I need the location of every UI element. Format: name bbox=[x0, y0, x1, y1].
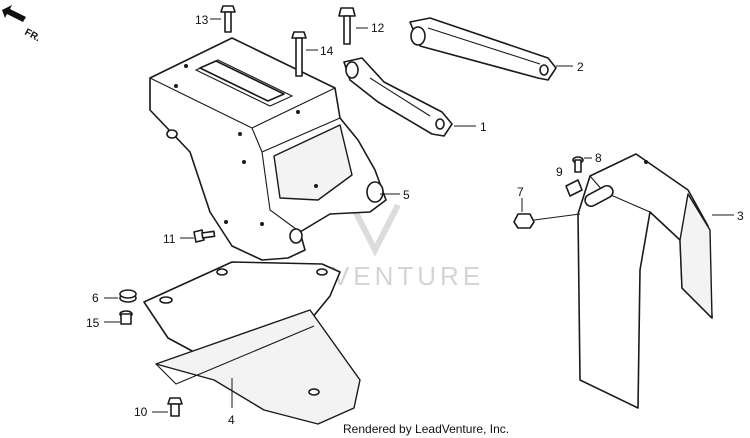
callout-3: 3 bbox=[737, 209, 744, 223]
callout-10: 10 bbox=[134, 405, 148, 419]
part-9-bolt bbox=[565, 179, 583, 197]
part-7-nut bbox=[513, 213, 535, 229]
direction-indicator: FR. bbox=[2, 5, 42, 44]
callout-1: 1 bbox=[480, 120, 487, 134]
part-4-lower-plate bbox=[143, 261, 361, 425]
part-14-bolt bbox=[291, 31, 307, 77]
callout-4: 4 bbox=[228, 413, 235, 427]
part-13-bolt bbox=[220, 5, 236, 33]
part-6-nut bbox=[119, 289, 137, 303]
callout-9: 9 bbox=[556, 165, 563, 179]
part-8-bolt bbox=[572, 156, 584, 173]
part-12-bolt bbox=[338, 7, 356, 45]
leader-lines bbox=[104, 18, 734, 413]
callout-15: 15 bbox=[86, 316, 100, 330]
part-5-main-bracket bbox=[149, 37, 387, 261]
part-1-short-arm bbox=[343, 57, 453, 137]
callout-7: 7 bbox=[517, 185, 524, 199]
callout-6: 6 bbox=[92, 291, 99, 305]
part-15-bolt bbox=[119, 310, 133, 325]
part-11-bolt bbox=[193, 229, 216, 243]
callout-12: 12 bbox=[371, 21, 385, 35]
part-10-bolt bbox=[167, 397, 183, 417]
footer-credit: Rendered by LeadVenture, Inc. bbox=[343, 422, 509, 436]
part-2-long-arm bbox=[409, 17, 557, 81]
callout-14: 14 bbox=[320, 44, 334, 58]
part-3-cover bbox=[577, 153, 713, 409]
direction-label: FR. bbox=[23, 27, 43, 44]
callout-2: 2 bbox=[577, 60, 584, 74]
front-arrow-icon bbox=[2, 5, 26, 22]
callout-5: 5 bbox=[403, 188, 410, 202]
callout-11: 11 bbox=[163, 232, 176, 246]
callout-8: 8 bbox=[595, 151, 602, 165]
callouts: 13 14 12 1 2 5 3 4 11 8 9 7 6 15 10 bbox=[86, 13, 744, 427]
callout-13: 13 bbox=[195, 13, 209, 27]
